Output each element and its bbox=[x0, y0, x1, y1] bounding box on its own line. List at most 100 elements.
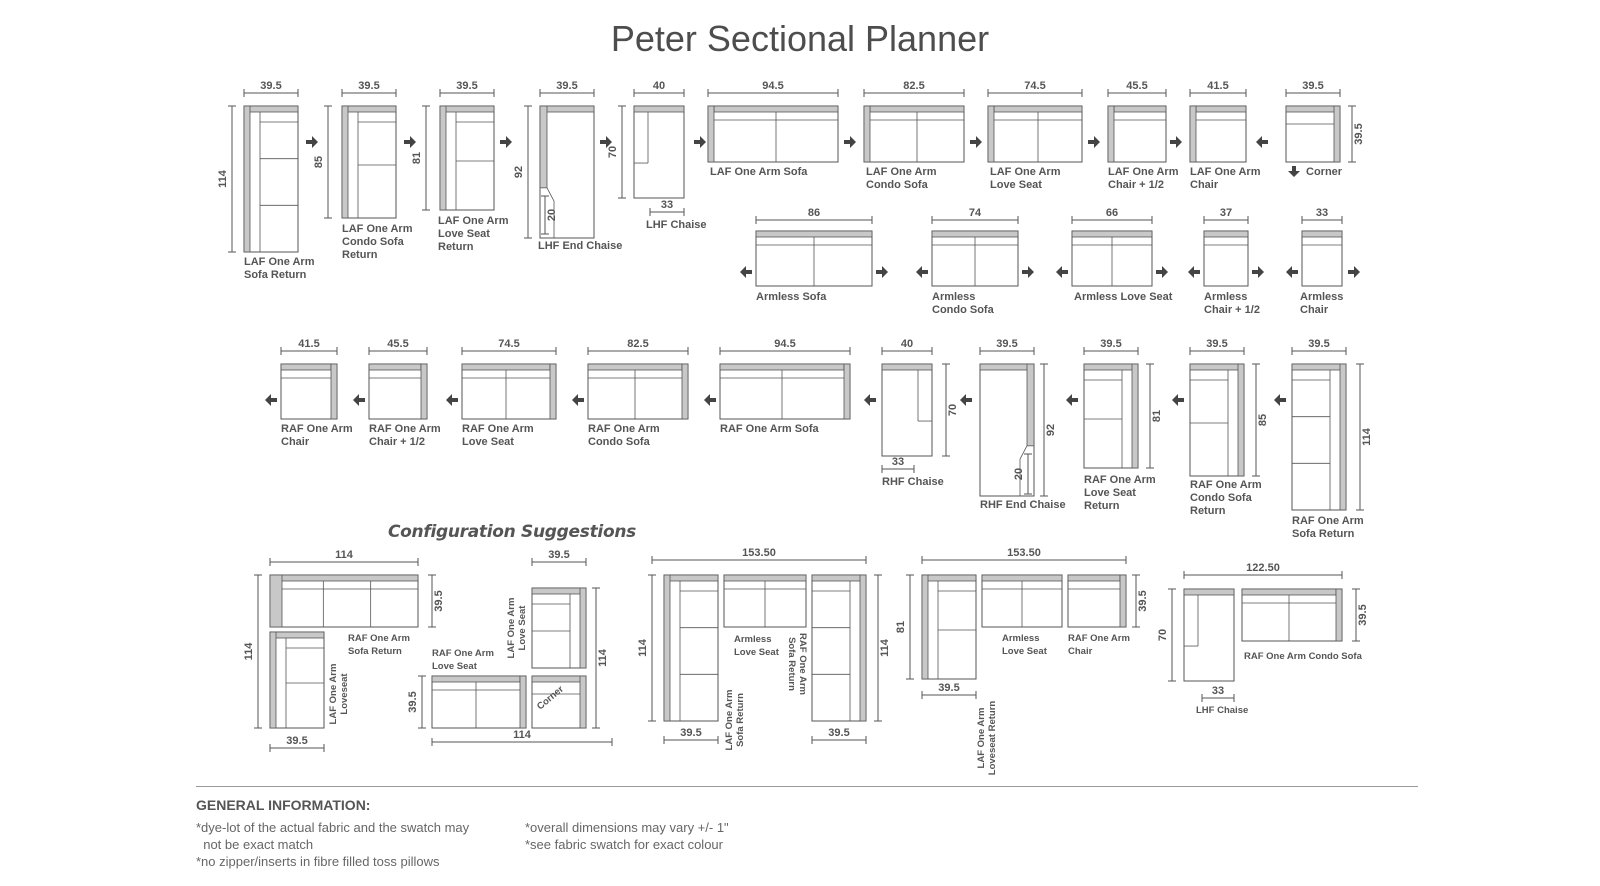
arrow-left-icon bbox=[1286, 266, 1298, 278]
dimension-label: 33 bbox=[1212, 685, 1224, 697]
return-outline bbox=[663, 574, 719, 722]
arrow-down-icon bbox=[1288, 166, 1300, 177]
arrow-shape bbox=[1256, 136, 1268, 148]
dimension-label: 39.5 bbox=[358, 80, 379, 92]
dimension-label: 41.5 bbox=[1207, 80, 1228, 92]
side-back bbox=[539, 105, 548, 189]
corner-outline bbox=[1285, 105, 1341, 163]
piece-label: RAF One Arm bbox=[1068, 633, 1130, 644]
return-outline bbox=[921, 574, 977, 680]
dimension-label: 92 bbox=[513, 166, 525, 178]
right-arm bbox=[420, 363, 428, 420]
piece-label: Love Seat bbox=[432, 661, 478, 672]
left-arm bbox=[863, 105, 871, 163]
piece-label: Chair bbox=[281, 436, 310, 448]
right-arm bbox=[843, 363, 851, 420]
piece-label: Armless Love Seat bbox=[1074, 291, 1173, 303]
arrow-shape bbox=[1066, 394, 1078, 406]
piece-label: Armless bbox=[1002, 633, 1040, 644]
dimension-label: 37 bbox=[1220, 207, 1232, 219]
arrow-shape bbox=[572, 394, 584, 406]
return-outline bbox=[1291, 363, 1347, 511]
arrow-right-icon bbox=[1088, 136, 1100, 148]
dimension-label: 39.5 bbox=[996, 338, 1017, 350]
dimension-label: 40 bbox=[901, 338, 913, 350]
dimension-label: 74.5 bbox=[1024, 80, 1045, 92]
info-note-5: *see fabric swatch for exact colour bbox=[525, 837, 723, 852]
dimension-label: 40 bbox=[653, 80, 665, 92]
back-cushion bbox=[1183, 588, 1235, 596]
back-cushion bbox=[243, 105, 299, 113]
piece-label: RAF One Arm Sofa bbox=[720, 423, 819, 435]
piece-label: RAF One Arm bbox=[1084, 474, 1156, 486]
arrow-left-icon bbox=[960, 394, 972, 406]
back-cushion bbox=[269, 631, 325, 639]
arrow-right-icon bbox=[500, 136, 512, 148]
chaise-outline bbox=[881, 363, 933, 457]
arrow-shape bbox=[704, 394, 716, 406]
arrow-left-icon bbox=[1256, 136, 1268, 148]
dimension-label: 81 bbox=[895, 621, 907, 633]
arrow-shape bbox=[1022, 266, 1034, 278]
piece-label: RAF One Arm bbox=[432, 648, 494, 659]
back-cushion bbox=[633, 105, 685, 113]
back-cushion bbox=[881, 363, 933, 371]
return-outline bbox=[269, 631, 325, 729]
arrow-left-icon bbox=[265, 394, 277, 406]
sofa-outline bbox=[431, 675, 527, 729]
return-outline bbox=[243, 105, 299, 253]
sofa-outline bbox=[1203, 230, 1249, 287]
piece-label: LAF One Arm bbox=[866, 166, 937, 178]
sofa-outline bbox=[368, 363, 428, 420]
arrow-shape bbox=[1188, 266, 1200, 278]
piece-label: Sofa Return bbox=[1292, 528, 1355, 540]
dimension-label: 85 bbox=[313, 156, 325, 168]
arrow-shape bbox=[404, 136, 416, 148]
dimension-label: 39.5 bbox=[828, 727, 849, 739]
config-label: Loveseat bbox=[339, 673, 350, 715]
side-back bbox=[439, 105, 447, 211]
side-back bbox=[1339, 363, 1347, 511]
piece-label: Chair bbox=[1068, 646, 1093, 657]
arrow-shape bbox=[876, 266, 888, 278]
piece-label: Love Seat bbox=[438, 228, 490, 240]
side-back bbox=[243, 105, 251, 253]
arrow-shape bbox=[600, 136, 612, 148]
dimension-label: 74.5 bbox=[498, 338, 519, 350]
sofa-outline bbox=[1301, 230, 1343, 287]
piece-label: Return bbox=[438, 241, 474, 253]
sofa-outline bbox=[587, 363, 689, 420]
dimension-label: 41.5 bbox=[298, 338, 319, 350]
arrow-shape bbox=[1288, 166, 1300, 177]
dimension-label: 39.5 bbox=[938, 682, 959, 694]
piece-label: Condo Sofa bbox=[1190, 492, 1253, 504]
sofa-outline bbox=[707, 105, 839, 163]
piece-label: Love Seat bbox=[1084, 487, 1136, 499]
arrow-right-icon bbox=[694, 136, 706, 148]
dimension-label: 20 bbox=[1013, 468, 1025, 480]
arrow-left-icon bbox=[572, 394, 584, 406]
config-label: LAF One Arm bbox=[976, 708, 987, 769]
piece-label: RAF One Arm bbox=[348, 633, 410, 644]
configuration-suggestions-title: Configuration Suggestions bbox=[388, 522, 636, 542]
dimension-label: 70 bbox=[607, 146, 619, 158]
sofa-outline bbox=[269, 574, 419, 628]
arrow-right-icon bbox=[844, 136, 856, 148]
arrow-shape bbox=[916, 266, 928, 278]
arrow-right-icon bbox=[876, 266, 888, 278]
info-note-3: *no zipper/inserts in fibre filled toss … bbox=[196, 854, 440, 869]
sofa-outline bbox=[987, 105, 1083, 163]
dimension-label: 45.5 bbox=[387, 338, 408, 350]
dimension-label: 114 bbox=[217, 169, 229, 188]
